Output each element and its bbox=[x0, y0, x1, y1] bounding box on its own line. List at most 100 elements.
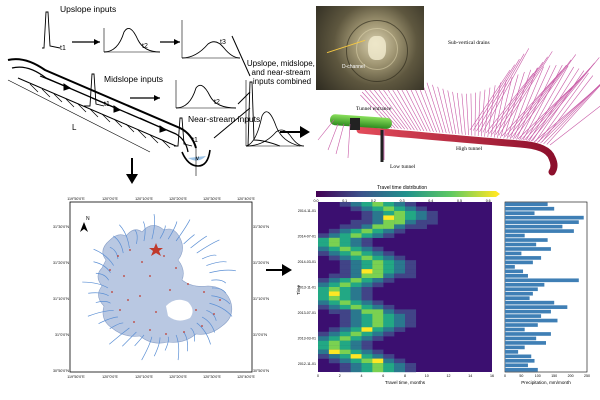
drain-line bbox=[493, 79, 507, 138]
drain-line bbox=[538, 72, 589, 142]
river-line bbox=[95, 301, 111, 304]
heatmap-cell bbox=[350, 322, 362, 328]
river-line bbox=[109, 327, 130, 345]
heatmap-cell bbox=[350, 291, 362, 297]
river-line bbox=[190, 327, 195, 342]
heatmap-cell bbox=[361, 228, 373, 234]
heatmap-cell bbox=[383, 318, 395, 323]
heatmap-cell bbox=[318, 282, 330, 288]
drain-line bbox=[503, 71, 525, 139]
heatmap-cell bbox=[328, 354, 340, 359]
map-right-tick: 31°20'0"N bbox=[253, 261, 269, 265]
sample-point bbox=[141, 261, 143, 263]
river-line bbox=[87, 310, 114, 317]
heatmap-cell bbox=[415, 206, 427, 212]
heatmap-cell bbox=[383, 228, 395, 234]
sample-point bbox=[169, 289, 171, 291]
precip-xlabel: Precipitation, mm/month bbox=[521, 380, 571, 385]
drain-line bbox=[470, 93, 473, 136]
drain-line bbox=[527, 62, 595, 141]
heatmap-cell bbox=[372, 224, 384, 230]
heatmap-cell bbox=[394, 255, 406, 261]
drain-line bbox=[452, 91, 460, 135]
heatmap-cell bbox=[339, 242, 351, 247]
drain-line bbox=[484, 87, 491, 137]
heatmap-cell bbox=[394, 363, 406, 368]
colorbar-tick: 0.5 bbox=[457, 199, 462, 203]
sample-point bbox=[183, 331, 185, 333]
heatmap-cell bbox=[318, 287, 330, 292]
heatmap-cell bbox=[394, 327, 406, 332]
heatmap-cell bbox=[350, 367, 362, 373]
star-marker bbox=[149, 243, 163, 256]
colorbar-tick: 0.1 bbox=[342, 199, 347, 203]
heatmap-cell bbox=[394, 260, 406, 265]
heatmap-cell bbox=[350, 242, 362, 247]
precip-tick: 0 bbox=[504, 374, 506, 378]
precip-bar bbox=[505, 238, 548, 242]
heatmap-cell bbox=[350, 219, 362, 225]
heatmap-cell bbox=[339, 313, 351, 319]
heatmap-cell bbox=[372, 246, 384, 252]
heatmap-xtick: 16 bbox=[490, 374, 494, 378]
precip-bar bbox=[505, 350, 519, 354]
heatmap-cell bbox=[361, 322, 373, 328]
precip-bar bbox=[505, 305, 568, 309]
heatmap-xtick: 14 bbox=[468, 374, 472, 378]
drain-line bbox=[481, 89, 486, 137]
map-right-tick: 31°10'0"N bbox=[253, 297, 269, 301]
heatmap-cell bbox=[339, 264, 351, 270]
drain-line bbox=[524, 67, 591, 141]
heatmap-cell bbox=[361, 349, 373, 355]
heatmap-cell bbox=[372, 309, 384, 315]
drain-line bbox=[536, 84, 600, 143]
heatmap-cell bbox=[339, 318, 351, 323]
heatmap-cell bbox=[372, 354, 384, 359]
heatmap-cell bbox=[328, 327, 340, 332]
drain-line bbox=[514, 54, 577, 139]
river-line bbox=[183, 331, 188, 352]
heatmap-cells bbox=[318, 202, 438, 373]
stream-channel bbox=[181, 149, 211, 167]
north-label: N bbox=[86, 216, 90, 222]
heatmap-cell bbox=[318, 340, 330, 346]
drain-line bbox=[549, 105, 600, 146]
heatmap-cell bbox=[383, 322, 395, 328]
heatmap-cell bbox=[372, 202, 384, 207]
heatmap-cell bbox=[372, 336, 384, 341]
river-line bbox=[175, 219, 191, 242]
drain-line bbox=[426, 82, 444, 133]
heatmap-cell bbox=[372, 349, 384, 355]
drain-line bbox=[540, 83, 600, 144]
heatmap-cell bbox=[394, 358, 406, 364]
heatmap-xtick: 10 bbox=[425, 374, 429, 378]
drain-line bbox=[501, 75, 558, 137]
heatmap-cell bbox=[383, 202, 395, 207]
heatmap-ylabel: Time bbox=[296, 285, 301, 295]
heatmap-cell bbox=[350, 331, 362, 337]
heatmap-cell bbox=[339, 322, 351, 328]
sample-point bbox=[149, 329, 151, 331]
heatmap-cell bbox=[339, 354, 351, 359]
heatmap-cell bbox=[405, 309, 417, 315]
map-right-tick: 31°0'0"N bbox=[253, 333, 267, 337]
heatmap-cell bbox=[405, 318, 417, 323]
svg-text:t3: t3 bbox=[220, 39, 226, 46]
heatmap-cell bbox=[405, 224, 417, 230]
heatmap-ytick: 2012-11-01 bbox=[298, 362, 316, 366]
heatmap-cell bbox=[361, 313, 373, 319]
heatmap-cell bbox=[328, 358, 340, 364]
heatmap-cell bbox=[394, 215, 406, 221]
drain-line bbox=[520, 73, 586, 140]
heatmap-cell bbox=[328, 295, 340, 301]
heatmap-cell bbox=[372, 304, 384, 310]
map-left-tick: 31°10'0"N bbox=[53, 297, 69, 301]
sample-point bbox=[127, 299, 129, 301]
heatmap-cell bbox=[405, 264, 417, 270]
heatmap-cell bbox=[426, 219, 438, 225]
drain-line bbox=[482, 48, 530, 133]
sample-point bbox=[149, 275, 151, 277]
sample-point bbox=[123, 275, 125, 277]
precip-bar bbox=[505, 291, 533, 296]
